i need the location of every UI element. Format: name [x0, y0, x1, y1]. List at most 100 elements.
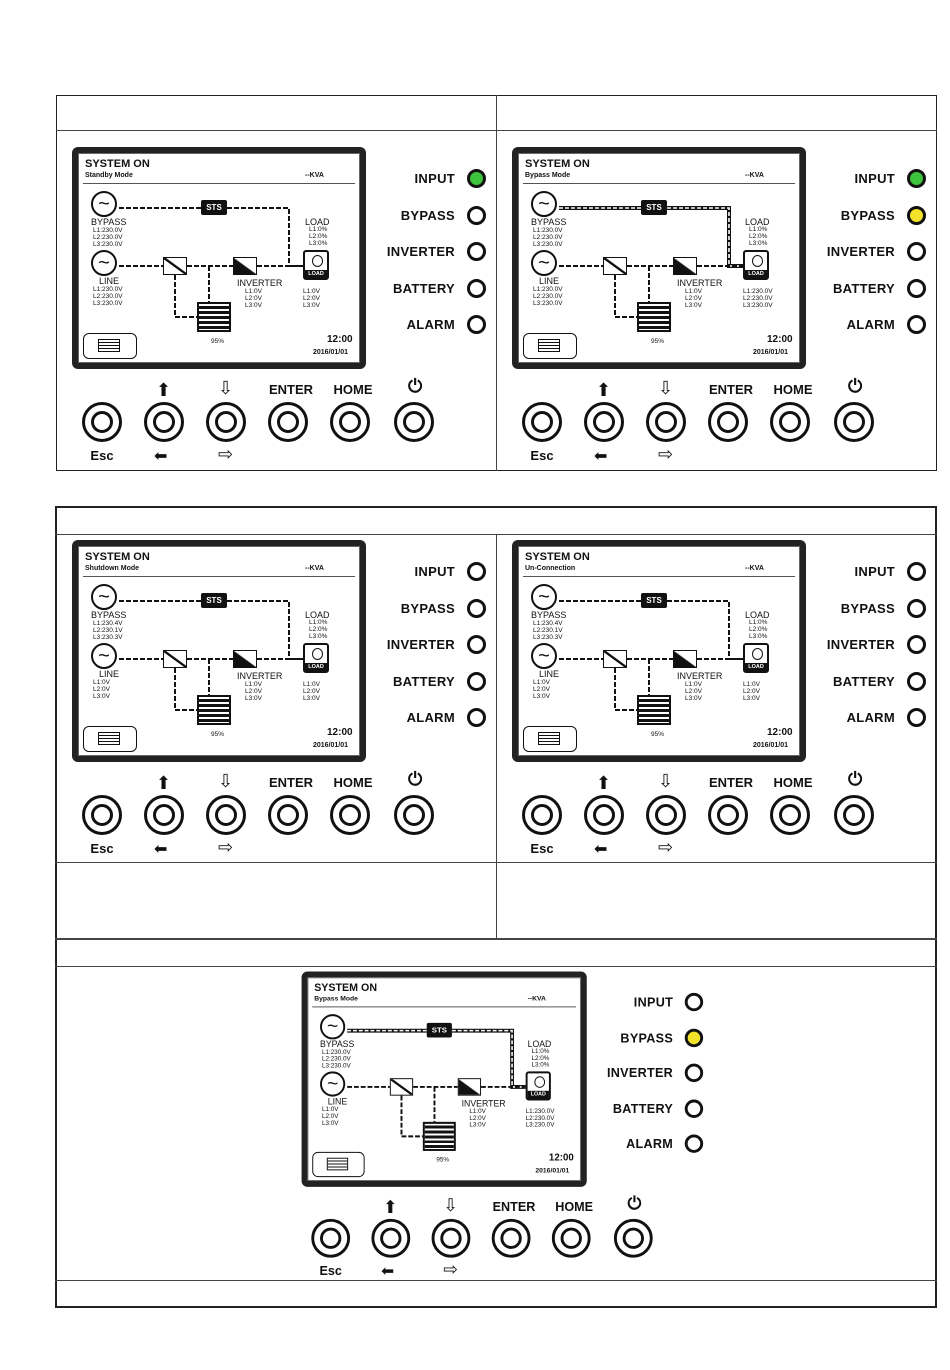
- rectifier-icon: [389, 1078, 414, 1096]
- enter-button[interactable]: [268, 795, 308, 835]
- arrow-down-icon: ⇩: [658, 771, 674, 791]
- battery-percent: 95%: [211, 338, 225, 345]
- indicator-led-icon: [907, 278, 926, 298]
- up-left-button[interactable]: [144, 402, 184, 442]
- power-button[interactable]: [834, 402, 874, 442]
- bypass-ac-icon: ~: [91, 191, 117, 217]
- battery-icon: [197, 302, 231, 332]
- up-left-button[interactable]: [144, 795, 184, 835]
- menu-button[interactable]: [83, 333, 137, 359]
- load-voltage: L1:0V L2:0V L3:0V: [743, 681, 760, 702]
- clock-date: 2016/01/01: [535, 1167, 570, 1175]
- arrow-up-icon: ⬆: [596, 773, 612, 793]
- led-label: INVERTER: [386, 637, 455, 652]
- esc-button[interactable]: [522, 795, 562, 835]
- arrow-down-icon: ⇩: [218, 771, 234, 791]
- home-button[interactable]: [770, 795, 810, 835]
- down-right-button[interactable]: [646, 402, 686, 442]
- clock-time: 12:00: [327, 334, 353, 345]
- power-icon: ⏻: [848, 376, 863, 396]
- home-button[interactable]: [330, 795, 370, 835]
- sts-switch-icon: STS: [201, 200, 227, 215]
- esc-button[interactable]: [82, 795, 122, 835]
- led-4: ALARM: [806, 315, 926, 334]
- indicator-led-icon: [467, 242, 486, 261]
- enter-button[interactable]: [708, 402, 748, 442]
- menu-button[interactable]: [83, 726, 137, 752]
- indicator-led-icon: [907, 671, 926, 691]
- enter-button[interactable]: [491, 1218, 531, 1258]
- divider: [523, 183, 795, 184]
- arrow-down-icon: ⇩: [658, 378, 674, 398]
- home-button[interactable]: [770, 402, 810, 442]
- indicator-led-icon: [467, 205, 486, 225]
- indicator-led-icon: [467, 635, 486, 654]
- arrow-left-icon: ⬅: [154, 448, 168, 465]
- inverter-voltage: L1:0V L2:0V L3:0V: [685, 681, 702, 702]
- bypass-label: BYPASS: [531, 217, 567, 227]
- load-percent: L1:0% L2:0% L3:0%: [309, 619, 328, 640]
- rectifier-to-battery-line: [614, 275, 637, 318]
- bulb-icon: [752, 648, 763, 660]
- power-button[interactable]: [394, 402, 434, 442]
- led-1: BYPASS: [366, 205, 486, 225]
- bypass-label: BYPASS: [320, 1039, 355, 1050]
- enter-button[interactable]: [708, 795, 748, 835]
- led-label: BATTERY: [612, 1100, 674, 1116]
- led-panel: INPUT BYPASS INVERTER BATTERY ALARM: [808, 523, 926, 763]
- led-3: BATTERY: [366, 278, 486, 298]
- inverter-icon: [457, 1078, 482, 1096]
- indicator-led-icon: [907, 205, 926, 225]
- up-left-button[interactable]: [584, 795, 624, 835]
- arrow-down-icon: ⇩: [218, 378, 234, 398]
- led-label: INVERTER: [606, 1065, 674, 1081]
- lcd-screen: SYSTEM ON Un-Connection --KVA ~ BYPASS L…: [518, 546, 800, 756]
- mode-label: Un-Connection: [525, 565, 576, 572]
- led-4: ALARM: [806, 708, 926, 727]
- up-left-button[interactable]: [584, 402, 624, 442]
- home-button[interactable]: [551, 1218, 591, 1258]
- down-right-button[interactable]: [206, 795, 246, 835]
- up-left-button[interactable]: [371, 1218, 411, 1258]
- divider: [523, 576, 795, 577]
- menu-button[interactable]: [312, 1151, 365, 1178]
- down-right-button[interactable]: [646, 795, 686, 835]
- bypass-label: BYPASS: [91, 217, 127, 227]
- enter-label: ENTER: [268, 775, 314, 790]
- esc-button[interactable]: [522, 402, 562, 442]
- led-panel: INPUT BYPASS INVERTER BATTERY ALARM: [368, 130, 486, 370]
- arrow-left-icon: ⬅: [594, 448, 608, 465]
- led-label: BYPASS: [400, 600, 455, 616]
- load-bulb-icon: LOAD: [303, 250, 329, 280]
- down-right-button[interactable]: [431, 1218, 471, 1258]
- bulb-icon: [312, 648, 323, 660]
- indicator-led-icon: [907, 315, 926, 334]
- led-label: BYPASS: [400, 207, 455, 223]
- led-1: BYPASS: [366, 598, 486, 618]
- home-button[interactable]: [330, 402, 370, 442]
- led-3: BATTERY: [806, 278, 926, 298]
- menu-button[interactable]: [523, 333, 577, 359]
- mode-label: Standby Mode: [85, 172, 133, 179]
- power-button[interactable]: [834, 795, 874, 835]
- down-right-button[interactable]: [206, 402, 246, 442]
- enter-button[interactable]: [268, 402, 308, 442]
- bypass-ac-icon: ~: [91, 584, 117, 610]
- led-panel: INPUT BYPASS INVERTER BATTERY ALARM: [589, 955, 704, 1188]
- rectifier-icon: [163, 257, 187, 275]
- divider: [496, 534, 497, 939]
- inverter-label: INVERTER: [461, 1098, 506, 1109]
- divider: [312, 1006, 577, 1008]
- power-button[interactable]: [394, 795, 434, 835]
- load-icon-label: LOAD: [745, 663, 767, 671]
- esc-button[interactable]: [82, 402, 122, 442]
- led-label: ALARM: [406, 317, 455, 332]
- battery-icon: [197, 695, 231, 725]
- power-button[interactable]: [613, 1218, 653, 1258]
- power-icon: ⏻: [408, 769, 423, 789]
- esc-button[interactable]: [311, 1218, 351, 1258]
- inverter-label: INVERTER: [677, 278, 723, 288]
- menu-button[interactable]: [523, 726, 577, 752]
- table-bottom: [55, 506, 937, 1308]
- arrow-right-icon: ⇨: [218, 444, 234, 464]
